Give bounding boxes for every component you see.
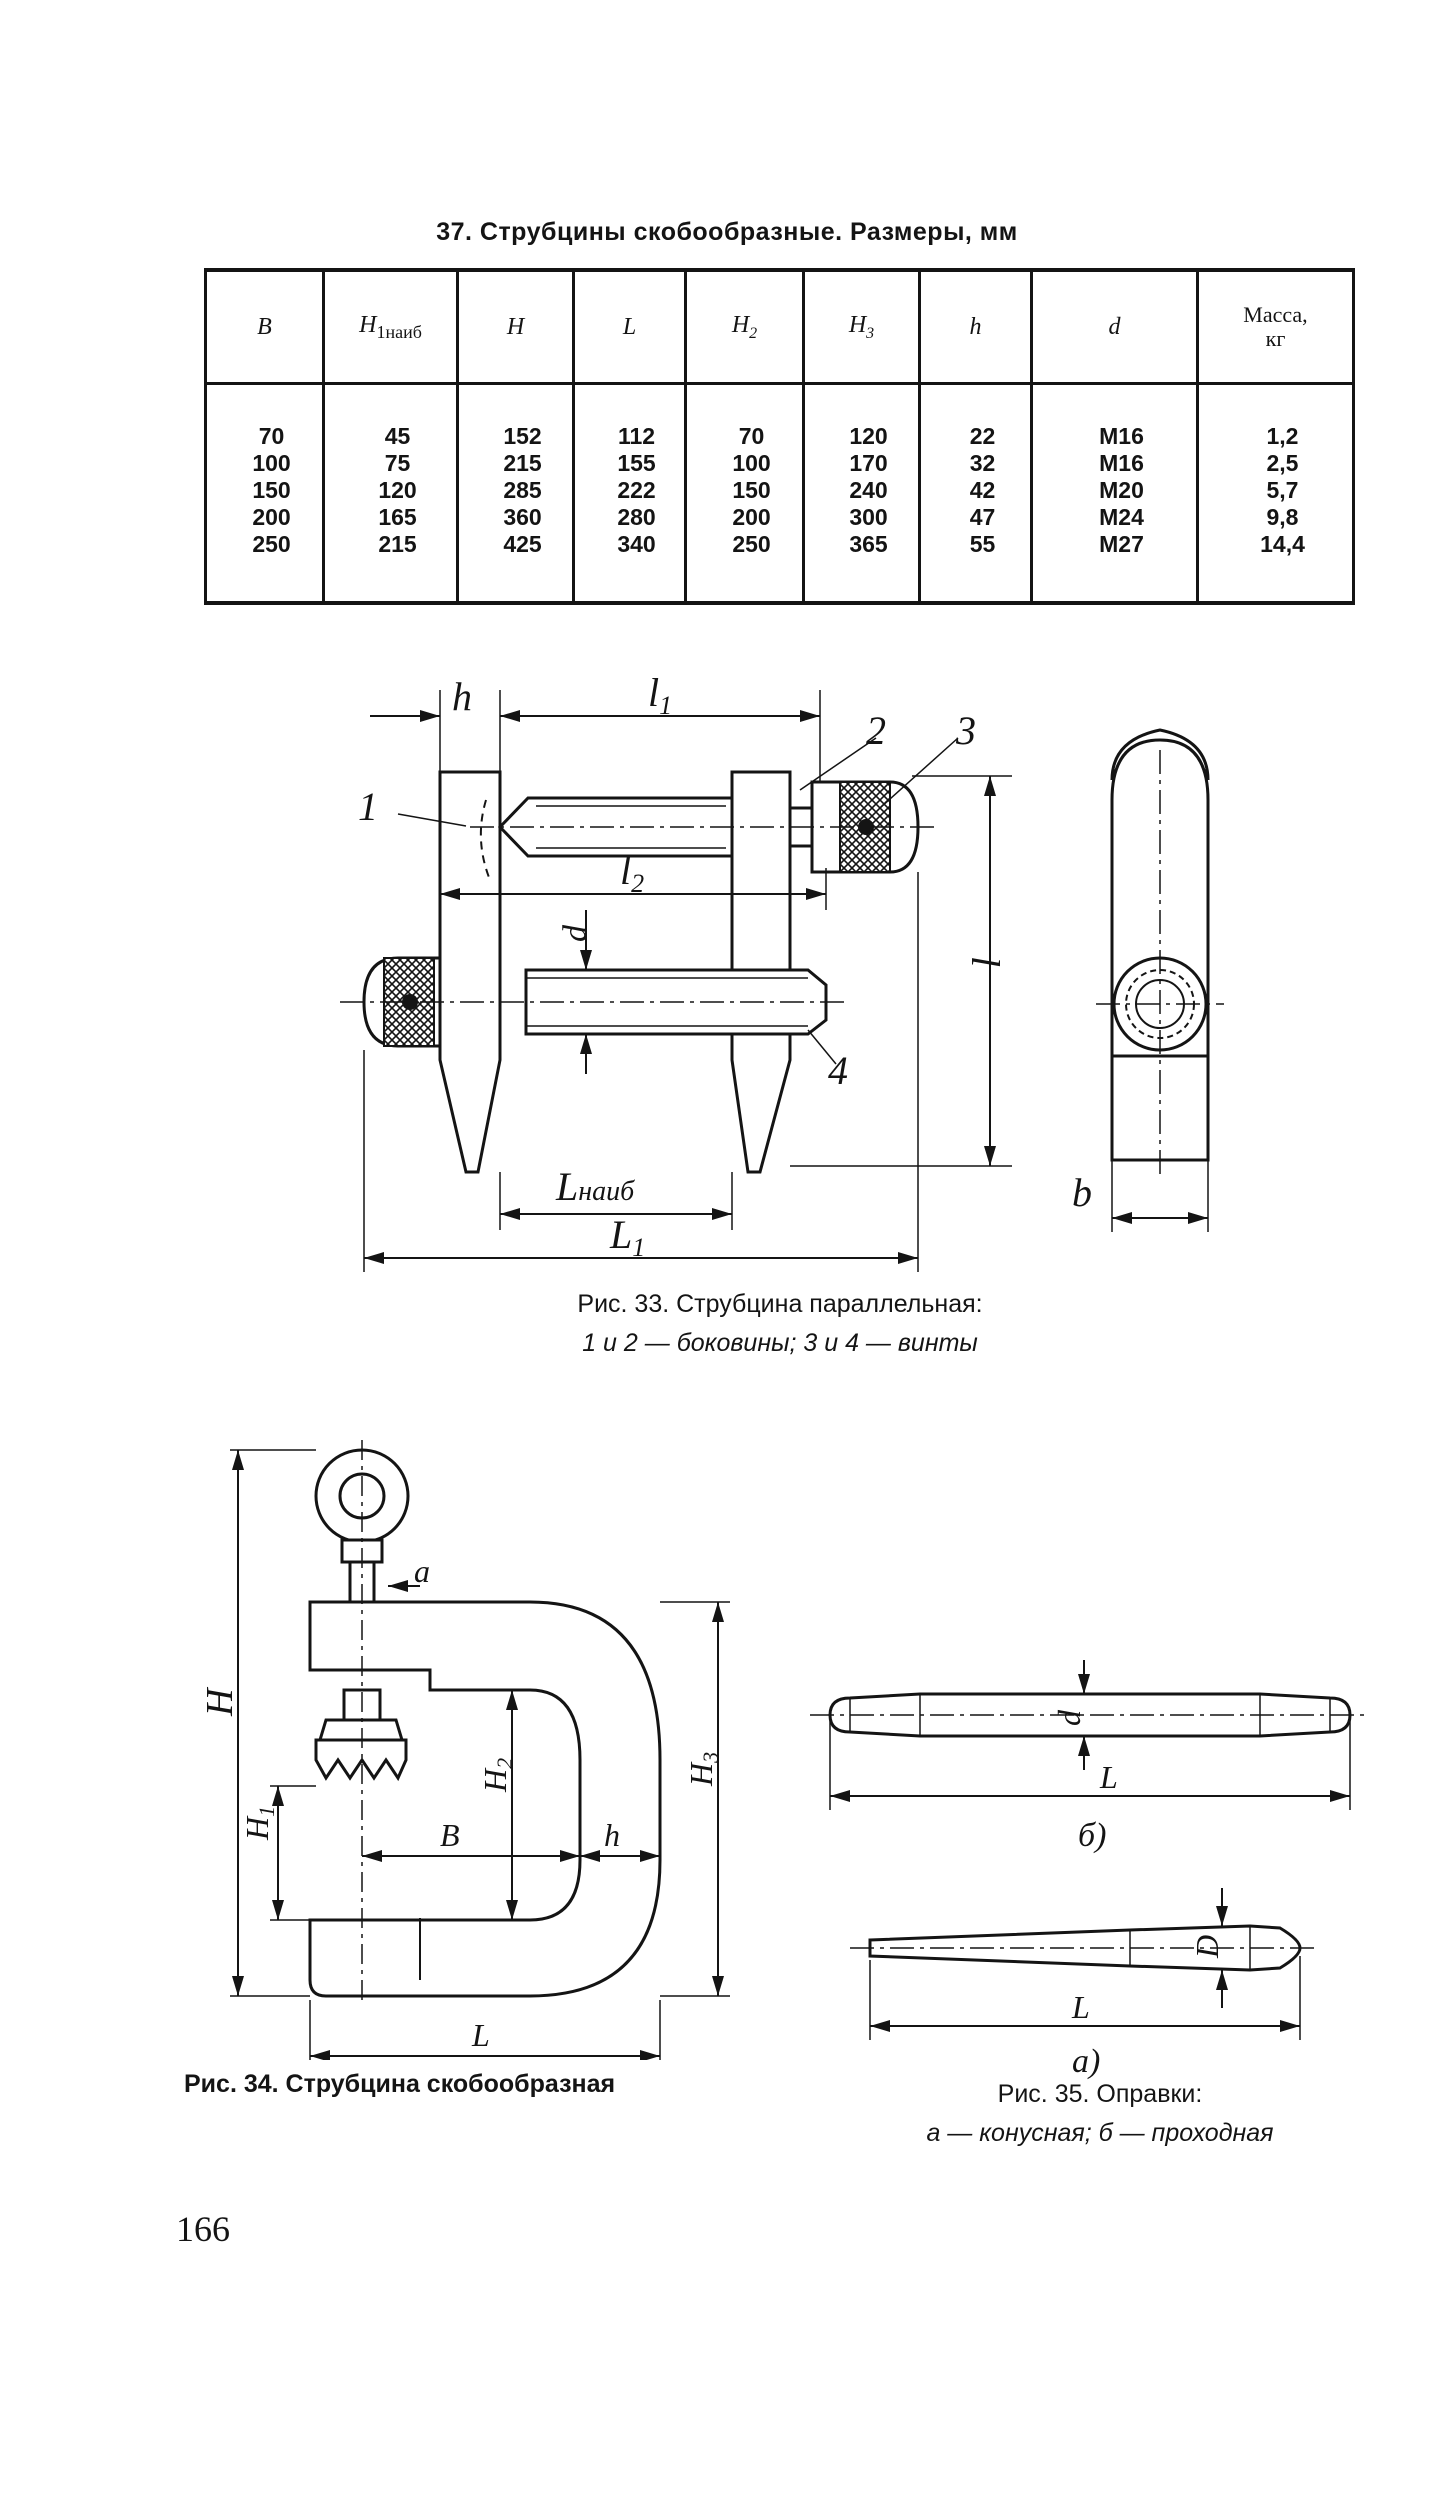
fig35-label-d: d (1051, 1709, 1087, 1726)
col-header-l: L (572, 270, 687, 385)
fig34-label-B: B (440, 1817, 460, 1853)
col-header-mass: Масса,кг (1196, 270, 1355, 385)
table-title: 37. Струбцины скобообразные. Размеры, мм (436, 218, 1018, 246)
fig33-label-3: 3 (955, 708, 976, 753)
figure-34-c-clamp: a H H1 H2 H3 B h L (199, 1440, 730, 2060)
fig33-label-lnaib: Lнаиб (555, 1164, 635, 1209)
col-header-h3: H3 (802, 270, 921, 385)
fig33-label-l: l (963, 956, 1008, 967)
col-header-h1naib: H1наиб (322, 270, 459, 385)
fig35-label-D: D (1189, 1935, 1225, 1959)
fig34-label-H2: H2 (477, 1758, 517, 1793)
col-header-h2: H2 (684, 270, 805, 385)
fig35-label-b: б) (1078, 1817, 1106, 1854)
fig33-caption-legend: 1 и 2 — боковины; 3 и 4 — винты (582, 1329, 978, 1357)
fig33-label-1: 1 (358, 784, 378, 829)
fig33-caption-title: Рис. 33. Струбцина параллельная: (577, 1290, 983, 1318)
fig34-caption: Рис. 34. Струбцина скобообразная (184, 2070, 616, 2098)
fig34-label-L: L (471, 2017, 490, 2053)
fig33-label-d: d (557, 924, 594, 942)
fig35-caption-legend: а — конусная; б — проходная (926, 2119, 1274, 2147)
fig35-label-a: а) (1072, 2043, 1100, 2080)
page-number: 166 (176, 2209, 230, 2249)
figure-35-arbors: d L б) D L а) (810, 1660, 1370, 2080)
fig34-label-h: h (604, 1817, 620, 1853)
fig34-label-H3: H3 (683, 1752, 723, 1787)
fig35-caption-title: Рис. 35. Оправки: (997, 2080, 1203, 2108)
figure-33-parallel-clamp: h l1 2 3 1 l2 d l 4 Lнаиб L1 b (340, 670, 1224, 1272)
col-header-b: B (204, 270, 325, 385)
fig33-label-h: h (452, 674, 472, 719)
col-header-h: H (456, 270, 575, 385)
fig34-label-a: a (414, 1553, 430, 1589)
table-header-row: B H1наиб H L H2 H3 h d Масса,кг (204, 270, 1355, 385)
fig35-caption: Рис. 35. Оправки: а — конусная; б — прох… (820, 2080, 1380, 2148)
fig33-caption: Рис. 33. Струбцина параллельная: 1 и 2 —… (420, 1290, 1140, 1358)
fig33-label-l1: l1 (648, 670, 672, 720)
fig33-label-L1: L1 (609, 1212, 645, 1262)
col-header-h-small: h (918, 270, 1033, 385)
fig33-label-l2: l2 (620, 848, 644, 898)
fig34-label-H1: H1 (239, 1806, 279, 1841)
fig33-label-2: 2 (866, 708, 886, 753)
fig35-label-L-b: L (1099, 1759, 1118, 1795)
fig35-label-L-a: L (1071, 1989, 1090, 2025)
fig34-label-H: H (199, 1686, 241, 1717)
fig33-label-4: 4 (828, 1048, 848, 1093)
fig33-label-b: b (1072, 1170, 1092, 1215)
col-header-d: d (1030, 270, 1199, 385)
